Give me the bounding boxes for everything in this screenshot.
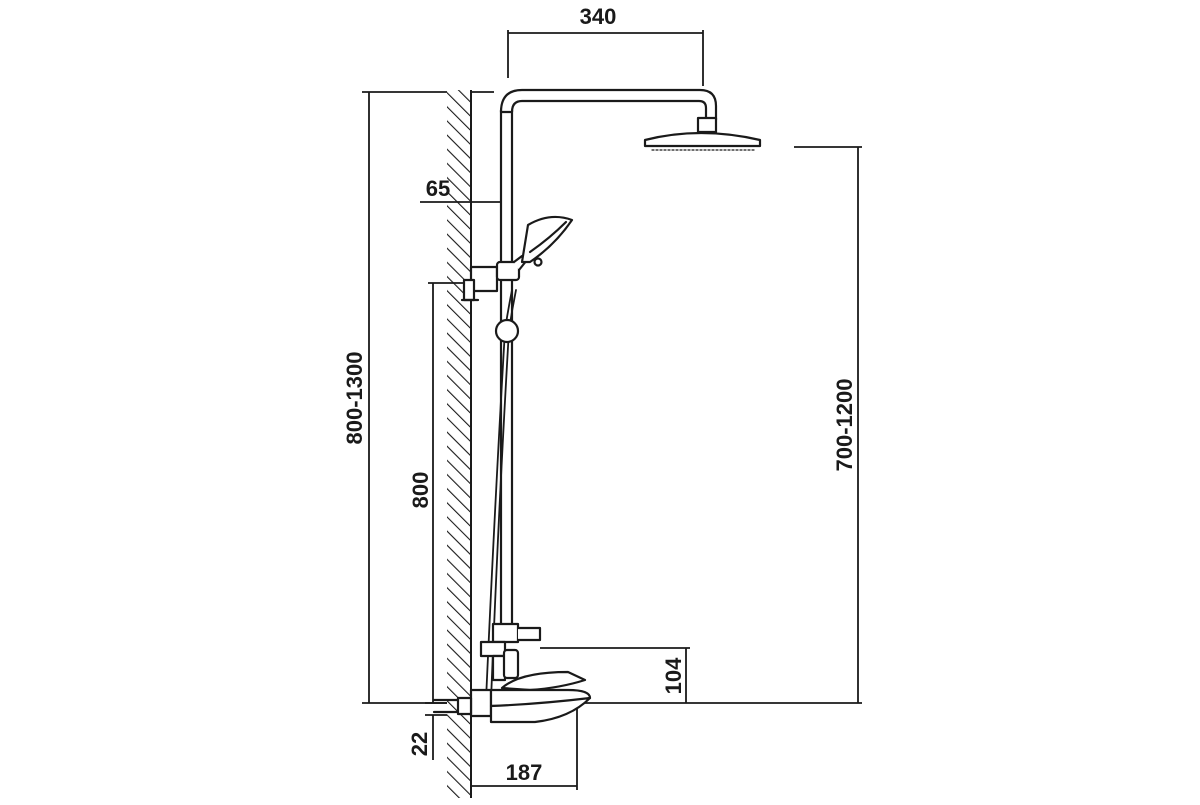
overhead-arm [499,88,718,122]
wall-hatching [447,90,471,798]
label-bracket-offset: 65 [426,176,450,201]
dimension-inlet-offset [425,702,447,760]
dimension-head-height [794,146,862,703]
label-spout-height: 104 [661,657,686,694]
dimension-lines [362,30,862,790]
dimension-head-width [507,30,704,86]
label-head-width: 340 [580,4,617,29]
shower-assembly [432,88,762,724]
diverter [479,622,542,682]
label-head-height: 700-1200 [832,379,857,472]
label-total-height: 800-1300 [342,352,367,445]
overhead-shower-head [643,131,762,148]
hand-shower [520,215,574,267]
shower-hose-outline [490,289,517,701]
label-spout-reach: 187 [506,760,543,785]
bath-spout [489,696,592,724]
dimension-total-height [362,91,494,704]
label-inlet-offset: 22 [407,732,432,756]
dimension-spout-height [540,647,690,703]
dimension-spout-reach [472,706,578,790]
wall-inlet [432,696,473,716]
dimension-bar-height [428,282,466,703]
label-bar-height: 800 [408,472,433,509]
slider-knob [494,318,520,344]
arm-connector [696,116,718,134]
mixer-lever [500,670,587,692]
wall [447,90,472,798]
shower-hose [485,289,513,701]
